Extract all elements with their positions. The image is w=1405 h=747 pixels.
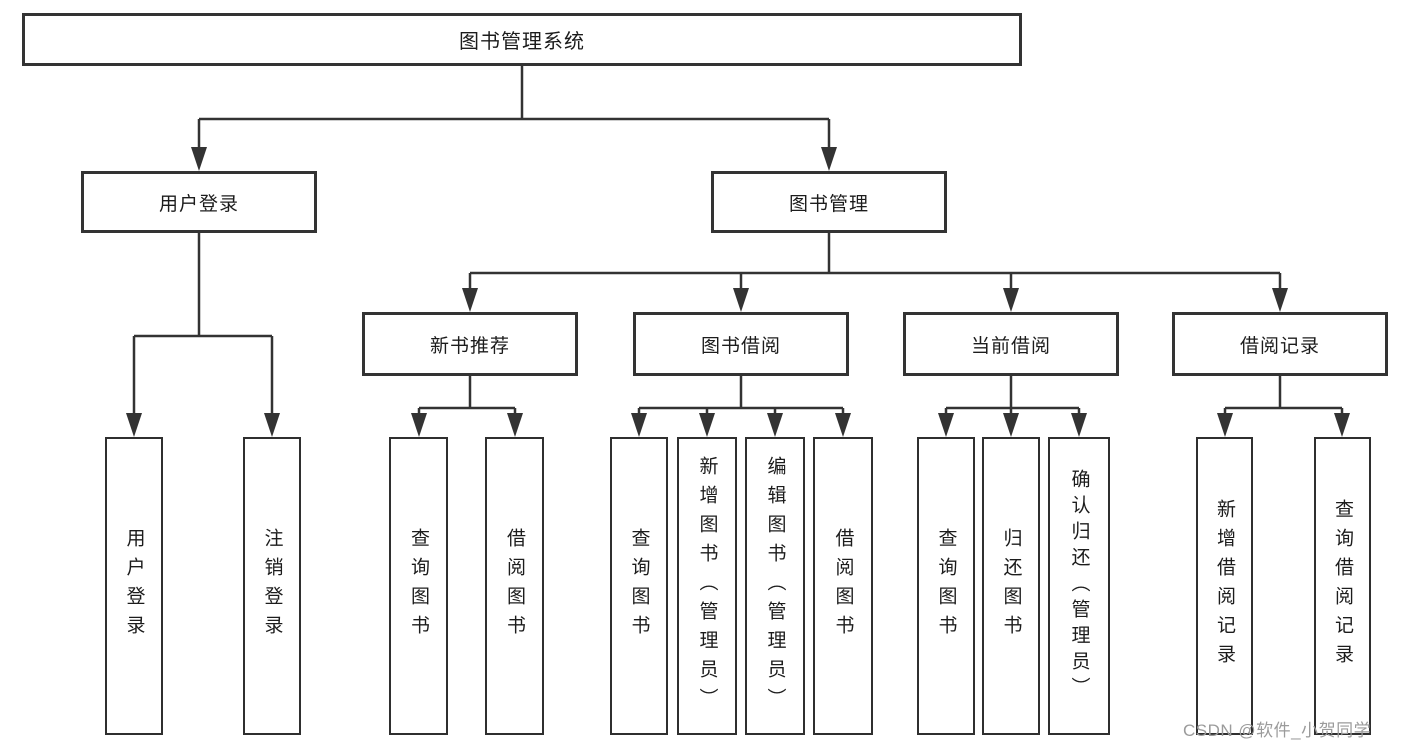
leaf-borrow-books: 借阅图书 [813, 437, 873, 735]
node-book-borrow: 图书借阅 [633, 312, 849, 376]
leaf-add-borrow-record: 新增借阅记录 [1196, 437, 1253, 735]
branch-user-login [132, 233, 274, 416]
branch-current-borrow [944, 376, 1081, 416]
leaf-label: 查询图书 [628, 528, 650, 644]
node-book-management: 图书管理 [711, 171, 947, 233]
node-current-borrow: 当前借阅 [903, 312, 1119, 376]
leaf-query-books-current: 查询图书 [917, 437, 975, 735]
branch-root [197, 66, 831, 150]
node-label: 用户登录 [158, 193, 239, 215]
leaf-label: 借阅图书 [832, 528, 854, 644]
leaf-query-books-recommend: 查询图书 [389, 437, 448, 735]
node-label: 图书管理 [788, 193, 869, 215]
node-label: 新书推荐 [429, 335, 510, 357]
leaf-label: 查询图书 [935, 528, 957, 644]
leaf-label: 借阅图书 [504, 528, 525, 644]
leaf-logout: 注销登录 [243, 437, 301, 735]
leaf-query-books-borrow: 查询图书 [610, 437, 668, 735]
leaf-label: 归还图书 [1000, 528, 1022, 644]
branch-book-management [468, 233, 1282, 291]
node-label: 当前借阅 [970, 335, 1051, 357]
csdn-watermark: CSDN @软件_小贺同学 [1183, 721, 1372, 740]
node-root-system: 图书管理系统 [22, 13, 1022, 66]
node-label: 借阅记录 [1239, 335, 1320, 357]
leaf-label: 编辑图书（管理员） [764, 455, 786, 717]
branch-new-books [417, 376, 517, 416]
leaf-user-login: 用户登录 [105, 437, 163, 735]
leaf-label: 查询借阅记录 [1332, 499, 1353, 673]
node-new-book-recommend: 新书推荐 [362, 312, 578, 376]
leaf-label: 新增借阅记录 [1214, 499, 1235, 673]
leaf-label: 注销登录 [261, 528, 283, 644]
leaf-return-book: 归还图书 [982, 437, 1040, 735]
node-label: 图书管理系统 [459, 31, 585, 53]
leaf-label: 用户登录 [123, 528, 145, 644]
leaf-borrow-books-recommend: 借阅图书 [485, 437, 544, 735]
node-label: 图书借阅 [700, 335, 781, 357]
arrowheads [126, 147, 1350, 437]
leaf-label: 新增图书（管理员） [696, 455, 718, 717]
leaf-label: 确认归还（管理员） [1068, 469, 1090, 703]
branch-book-borrow [637, 376, 845, 416]
branch-borrow-records [1223, 376, 1344, 416]
leaf-add-book-admin: 新增图书（管理员） [677, 437, 737, 735]
leaf-query-borrow-record: 查询借阅记录 [1314, 437, 1371, 735]
node-borrow-records: 借阅记录 [1172, 312, 1388, 376]
leaf-label: 查询图书 [408, 528, 429, 644]
leaf-confirm-return-admin: 确认归还（管理员） [1048, 437, 1110, 735]
leaf-edit-book-admin: 编辑图书（管理员） [745, 437, 805, 735]
node-user-login: 用户登录 [81, 171, 317, 233]
